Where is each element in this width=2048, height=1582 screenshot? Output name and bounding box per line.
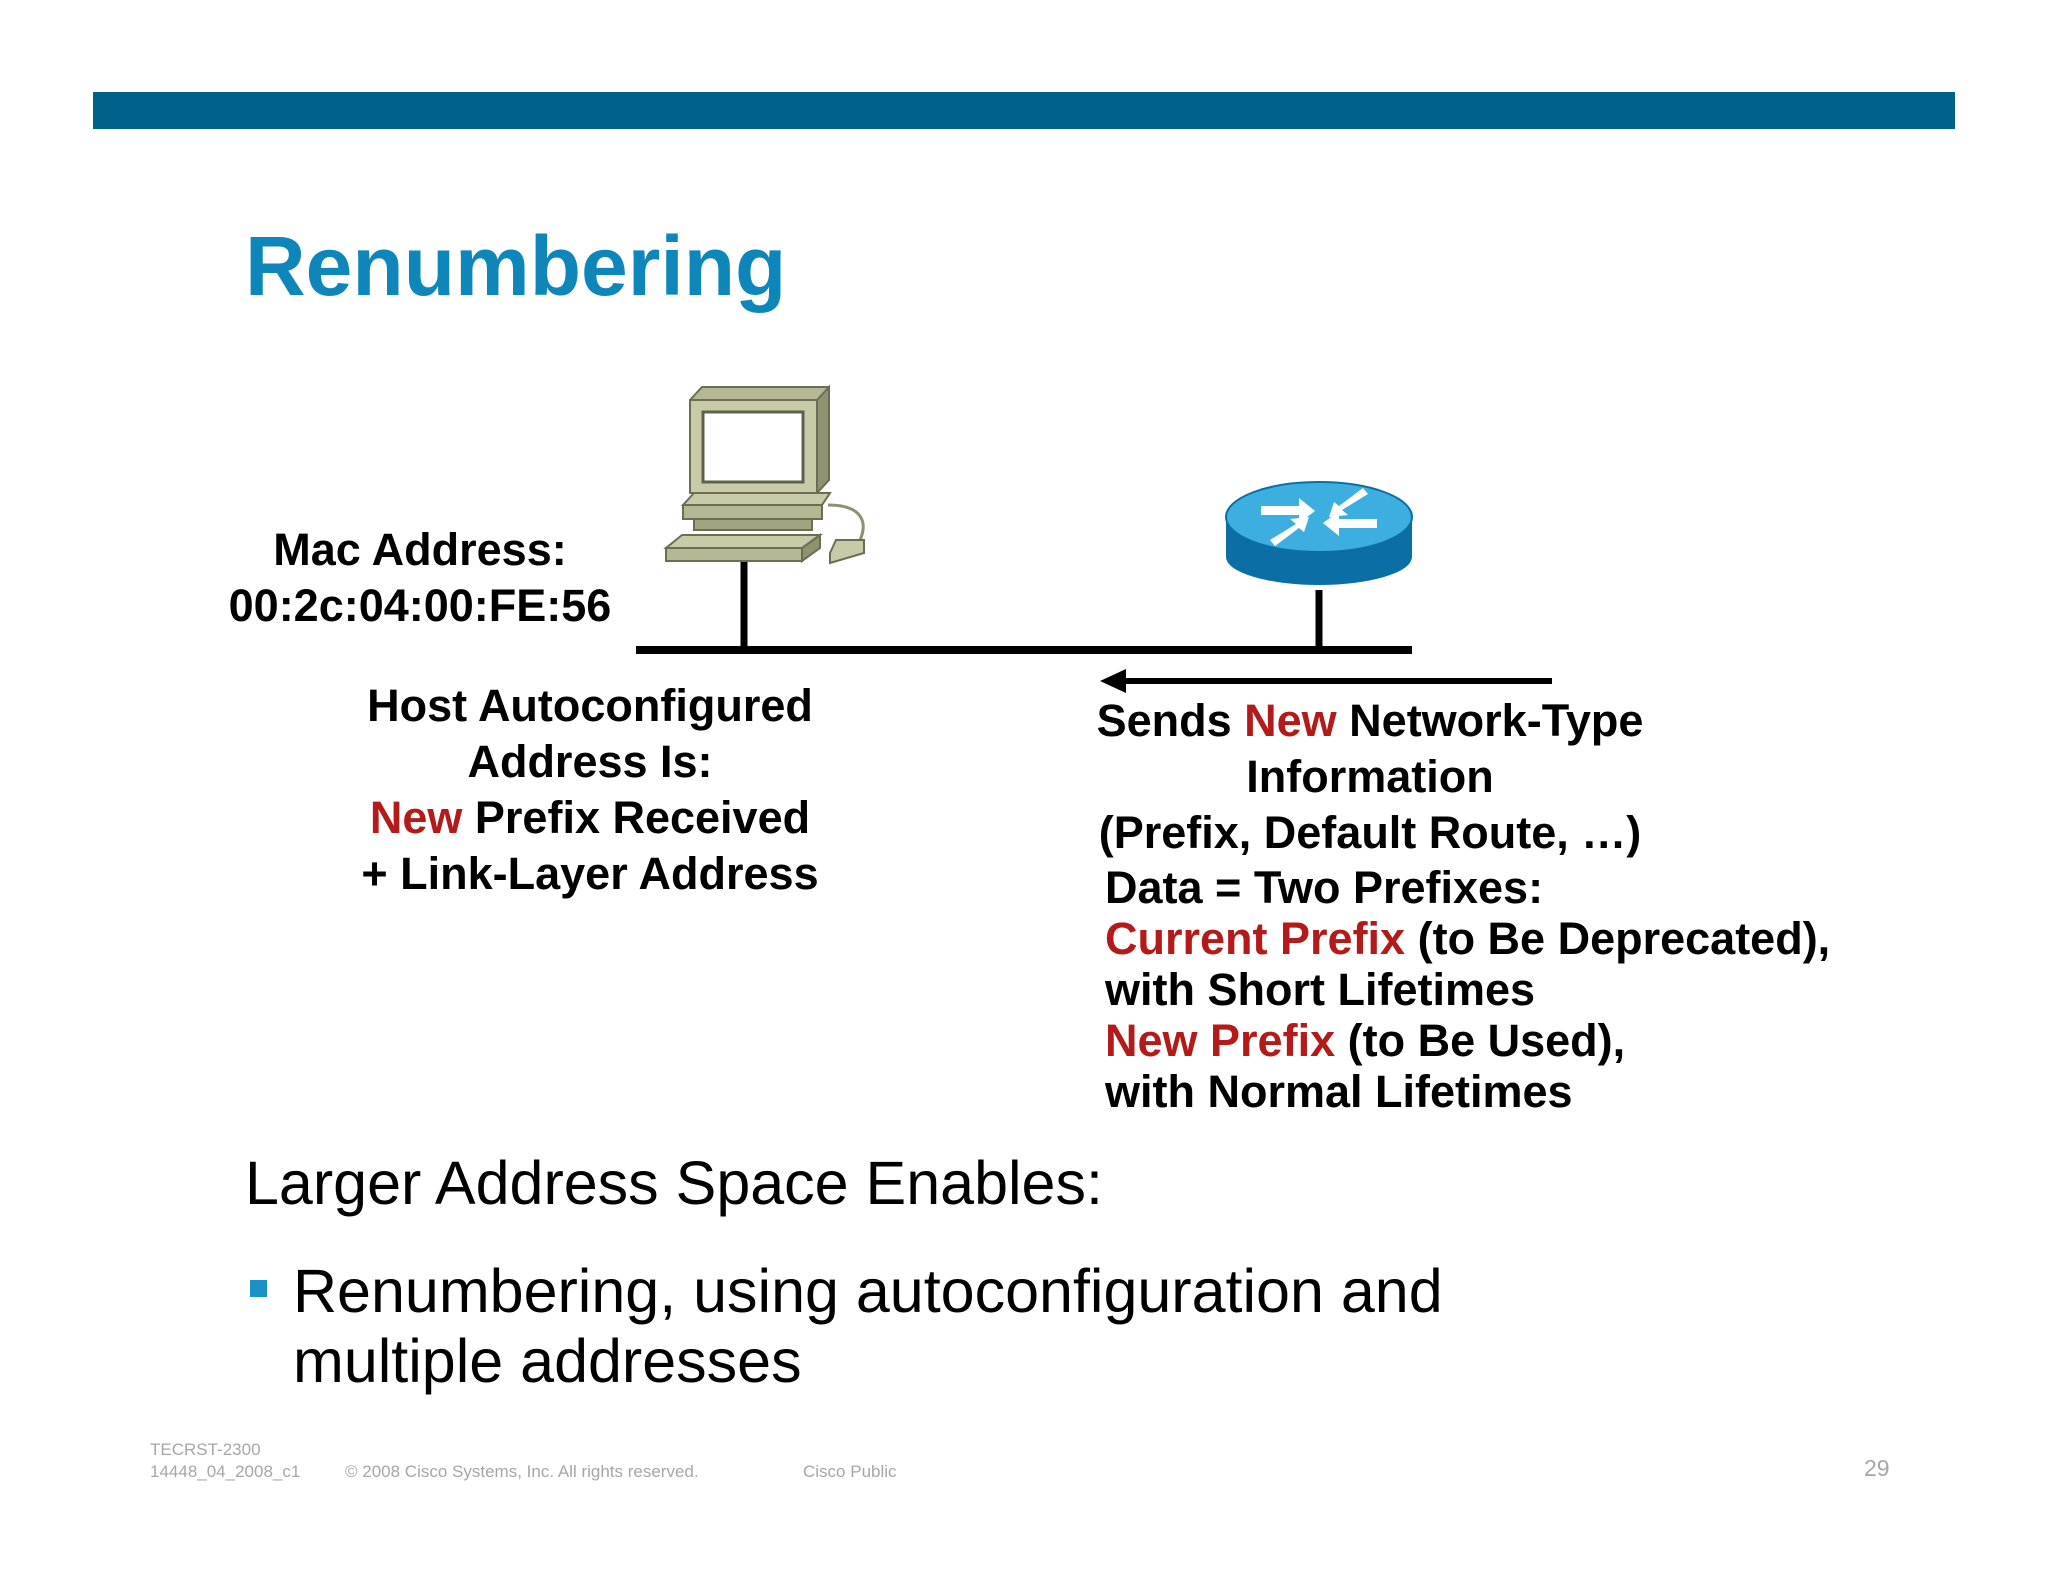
host-note-line: + Link-Layer Address [361,848,819,899]
page-number: 29 [1864,1455,1890,1481]
router-note-text: Network-Type [1336,695,1644,746]
host-note-text: Prefix Received [462,792,811,843]
prefix-note-line: with Normal Lifetimes [1105,1066,1573,1117]
host-note-line: New Prefix Received [330,790,850,846]
highlight-new-prefix: New Prefix [1105,1015,1336,1066]
highlight-new: New [1244,695,1337,746]
footer-copyright: © 2008 Cisco Systems, Inc. All rights re… [345,1462,699,1481]
highlight-current-prefix: Current Prefix [1105,913,1406,964]
body-intro: Larger Address Space Enables: [245,1149,1103,1217]
prefix-note-text: (to Be Deprecated), [1405,913,1831,964]
router-note-line: Information [1246,751,1494,802]
router-note-line: (Prefix, Default Route, …) [1098,807,1642,858]
footer-classification: Cisco Public [803,1462,897,1481]
host-note-line: Host Autoconfigured [367,680,813,731]
highlight-new: New [369,792,463,843]
computer-icon [663,384,865,565]
footer-course-code: TECRST-2300 [150,1440,261,1459]
top-banner [93,92,1955,129]
prefix-note-line: Current Prefix (to Be Deprecated), [1105,913,1830,964]
prefix-note-line: with Short Lifetimes [1105,964,1536,1015]
prefix-data-note: Data = Two Prefixes: Current Prefix (to … [1105,862,1830,1117]
host-note-line: Address Is: [467,736,713,787]
footer-doc-id: 14448_04_2008_c1 [150,1462,301,1481]
router-note-text: Sends [1096,695,1245,746]
prefix-note-line: New Prefix (to Be Used), [1105,1015,1830,1066]
mac-address-value: 00:2c:04:00:FE:56 [228,580,612,631]
bullet-square-icon [250,1280,267,1297]
host-address-note: Host Autoconfigured Address Is: New Pref… [330,678,850,902]
router-icon [1225,481,1413,585]
slide-title: Renumbering [245,219,787,313]
bullet-item: Renumbering, using autoconfiguration and… [293,1257,1443,1395]
mac-address-label: Mac Address: 00:2c:04:00:FE:56 [210,522,630,634]
router-note-line: Sends New Network-Type [1060,693,1680,749]
router-advertisement-note: Sends New Network-Type Information (Pref… [1060,693,1680,861]
prefix-note-text: (to Be Used), [1335,1015,1626,1066]
left-arrow-icon [1100,669,1552,693]
mac-address-heading: Mac Address: [273,524,567,575]
prefix-note-line: Data = Two Prefixes: [1105,862,1544,913]
